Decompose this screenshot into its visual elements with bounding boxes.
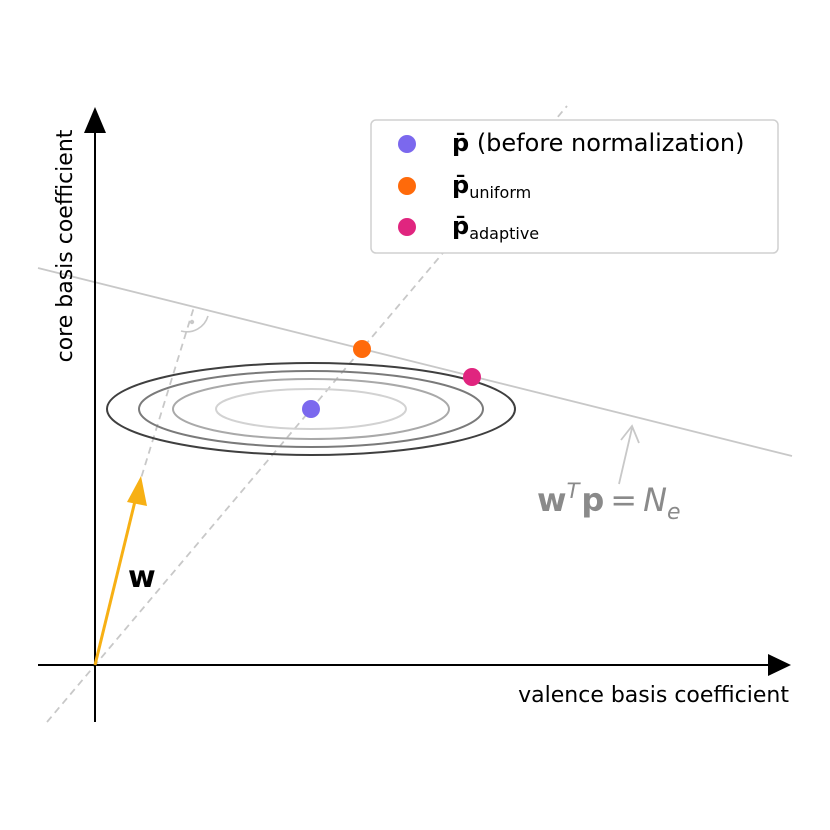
- legend-marker-adaptive: [398, 218, 416, 236]
- right-angle-marker: [180, 315, 209, 333]
- w-vector-label: w: [128, 560, 156, 595]
- x-axis-label: valence basis coefficient: [518, 683, 789, 708]
- contour-ellipses: [106, 362, 516, 456]
- legend-item-adaptive: p̄adaptive: [452, 212, 539, 243]
- dashed-direction-line: [46, 105, 568, 723]
- w-extension-dashed-line: [137, 306, 195, 489]
- contour-ellipse-4: [106, 362, 516, 456]
- legend-symbol-p-bar-adaptive: p̄: [452, 212, 469, 240]
- w-vector-arrowhead: [127, 476, 147, 506]
- constraint-label-eq: =: [610, 481, 637, 519]
- w-vector-shaft: [93, 496, 138, 666]
- legend-marker-before-normalization: [398, 135, 416, 153]
- constraint-label-sub: e: [667, 500, 681, 525]
- constraint-label-p: p: [581, 481, 604, 519]
- point-p-before-normalization: [302, 400, 320, 418]
- constraint-label: wTp=Ne: [537, 479, 681, 525]
- legend-item-before-normalization: p̄ (before normalization): [452, 129, 744, 157]
- legend-sub-uniform: uniform: [469, 183, 531, 202]
- contour-ellipse-2: [172, 378, 450, 440]
- legend-sub-adaptive: adaptive: [469, 224, 539, 243]
- legend: p̄ (before normalization) p̄uniform p̄ad…: [370, 119, 779, 254]
- legend-item-uniform: p̄uniform: [452, 171, 531, 202]
- constraint-annotation-arrowhead: [620, 424, 640, 444]
- legend-symbol-p-bar: p̄: [452, 129, 469, 157]
- contour-ellipse-1: [215, 388, 407, 430]
- legend-box: [370, 119, 779, 254]
- constraint-annotation-arrow: [618, 427, 633, 485]
- point-p-uniform: [353, 340, 371, 358]
- constraint-label-T: T: [567, 479, 582, 503]
- legend-text-before-normalization: (before normalization): [469, 129, 744, 157]
- legend-marker-uniform: [398, 177, 416, 195]
- constraint-line: [37, 267, 793, 457]
- y-axis-label: core basis coefficient: [53, 129, 78, 362]
- constraint-label-N: N: [643, 481, 667, 519]
- y-axis-arrowhead: [84, 107, 106, 133]
- contour-ellipse-3: [138, 370, 484, 448]
- constraint-label-w: w: [537, 481, 567, 519]
- right-angle-dot: [189, 319, 195, 325]
- legend-symbol-p-bar-uniform: p̄: [452, 171, 469, 199]
- point-p-adaptive: [463, 368, 481, 386]
- x-axis-arrowhead: [768, 654, 791, 676]
